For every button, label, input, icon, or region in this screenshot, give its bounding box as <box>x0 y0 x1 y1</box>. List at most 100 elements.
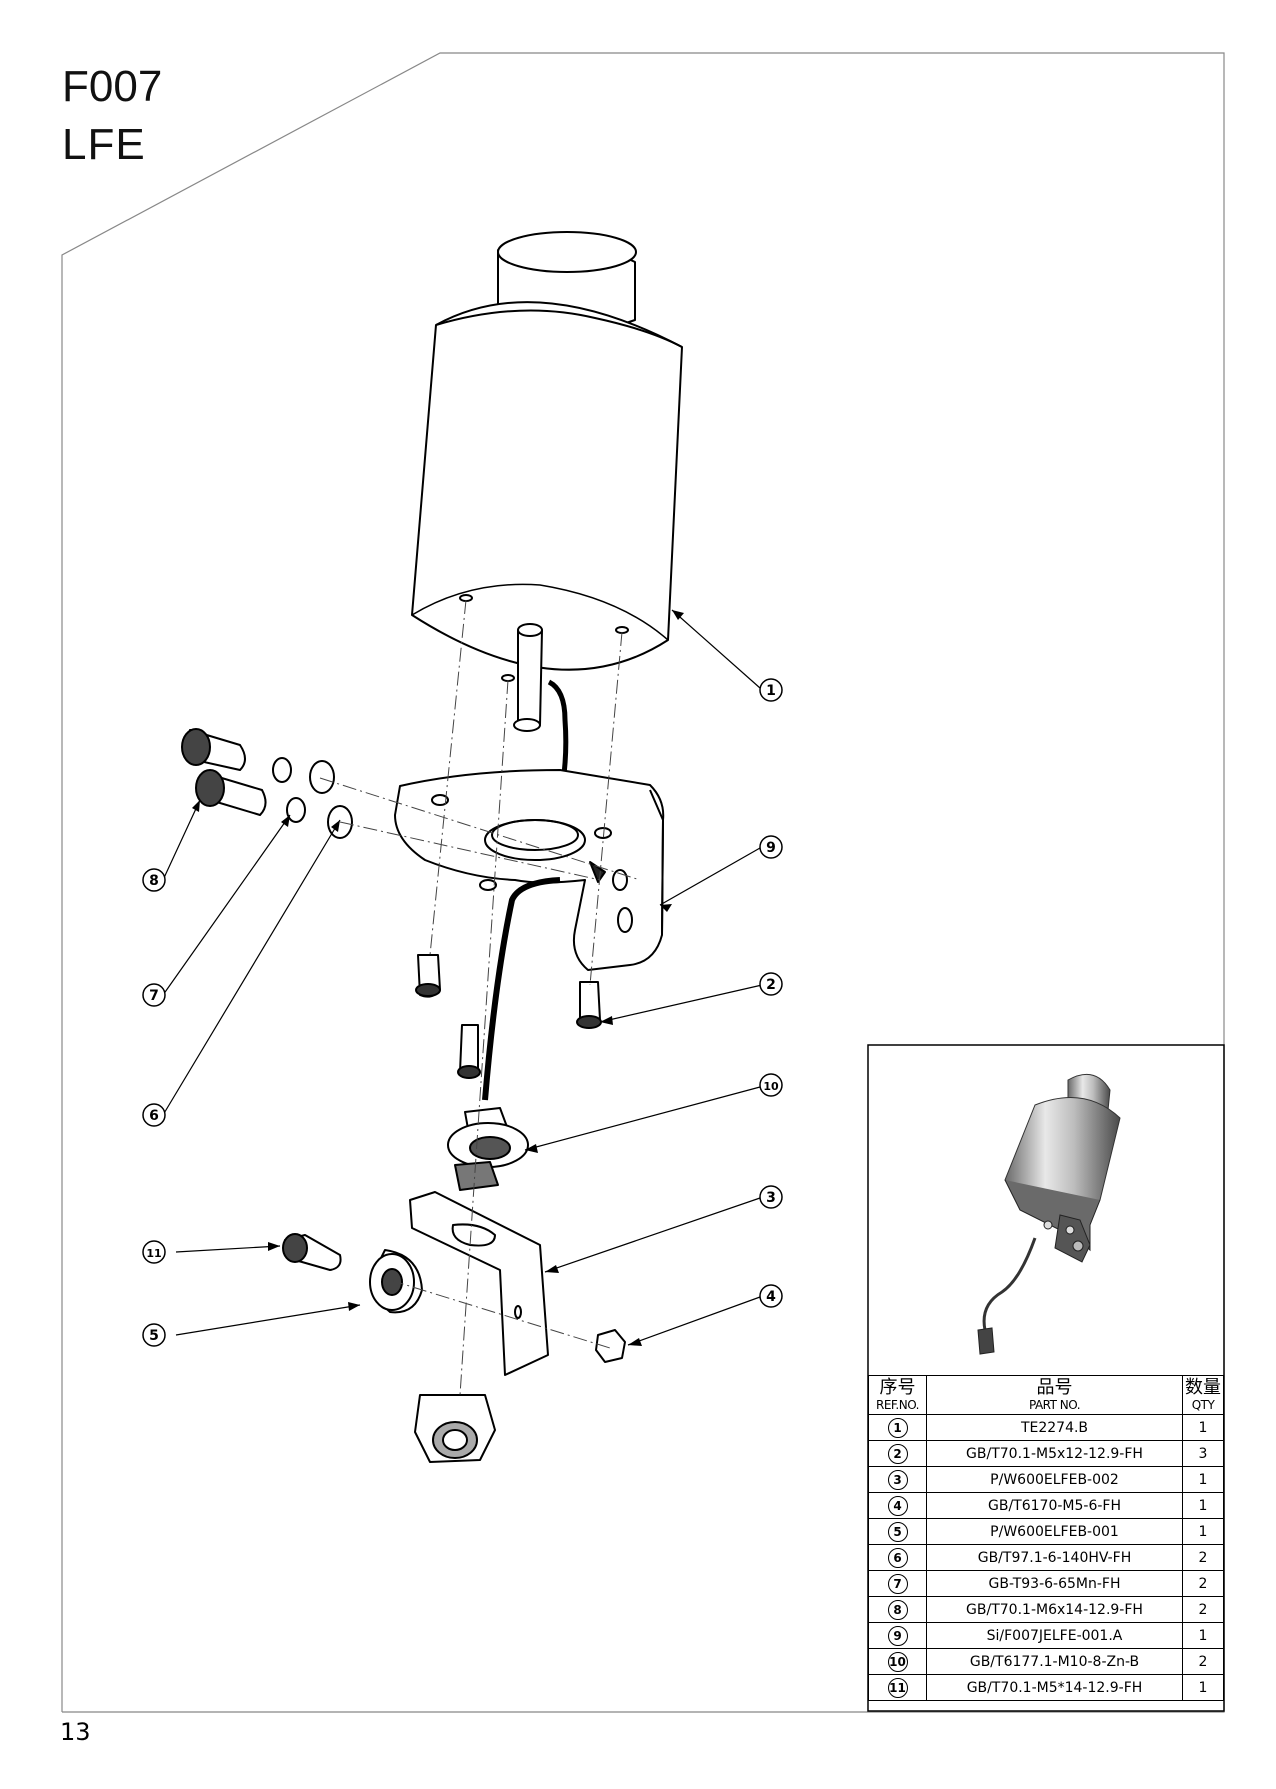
row-part-number: GB/T97.1-6-140HV-FH <box>926 1544 1183 1571</box>
callout-label: 5 <box>149 1328 159 1344</box>
callout-10: 10 <box>759 1073 783 1097</box>
mounting-bracket <box>394 769 665 971</box>
header-part: 品号 PART NO. <box>926 1375 1183 1415</box>
ref-circle: 4 <box>887 1495 908 1516</box>
header-qty-en: QTY <box>1191 1397 1215 1412</box>
callout-circle <box>142 983 166 1007</box>
row-part-number: GB/T70.1-M6x14-12.9-FH <box>926 1596 1183 1623</box>
callout-label: 8 <box>149 873 159 889</box>
ref-circle: 1 <box>887 1417 908 1438</box>
left-fasteners <box>181 728 353 839</box>
callout-circle <box>759 1284 783 1308</box>
callout-3: 3 <box>759 1185 783 1209</box>
row-qty: 2 <box>1182 1596 1224 1623</box>
row-ref: 1 <box>868 1414 927 1441</box>
row-qty: 2 <box>1182 1544 1224 1571</box>
ref-circle: 9 <box>887 1625 908 1646</box>
row-qty: 2 <box>1182 1648 1224 1675</box>
header-part-en: PART NO. <box>1028 1397 1081 1412</box>
row-part-number: P/W600ELFEB-001 <box>926 1518 1183 1545</box>
row-qty: 3 <box>1182 1440 1224 1467</box>
header-ref-en: REF.NO. <box>876 1397 919 1412</box>
row-ref: 2 <box>868 1440 927 1467</box>
callout-label: 6 <box>149 1108 159 1124</box>
row-part-number: P/W600ELFEB-002 <box>926 1466 1183 1493</box>
ref-circle: 6 <box>887 1547 908 1568</box>
exploded-view <box>181 231 683 1463</box>
ref-circle: 7 <box>887 1573 908 1594</box>
ref-circle: 11 <box>887 1677 908 1698</box>
row-qty: 1 <box>1182 1466 1224 1493</box>
row-qty: 1 <box>1182 1518 1224 1545</box>
hex-nut <box>595 1329 626 1363</box>
callout-label: 2 <box>766 977 776 993</box>
table-header-row: 序号 REF.NO. 品号 PART NO. 数量 QTY <box>868 1375 1224 1415</box>
ref-circle: 8 <box>887 1599 908 1620</box>
callout-circle <box>759 1073 783 1097</box>
row-part-number: GB/T6170-M5-6-FH <box>926 1492 1183 1519</box>
callout-label: 11 <box>146 1247 161 1260</box>
row-ref: 5 <box>868 1518 927 1545</box>
row-part-number: TE2274.B <box>926 1414 1183 1441</box>
callout-8: 8 <box>142 868 166 892</box>
row-part-number: GB-T93-6-65Mn-FH <box>926 1570 1183 1597</box>
row-qty: 1 <box>1182 1414 1224 1441</box>
callout-label: 3 <box>766 1190 776 1206</box>
row-ref: 8 <box>868 1596 927 1623</box>
ref-circle: 5 <box>887 1521 908 1542</box>
header-part-zh: 品号 <box>1036 1376 1073 1398</box>
bolt-m5x12 <box>415 954 602 1079</box>
callout-label: 7 <box>149 988 159 1004</box>
callout-label: 9 <box>766 840 776 856</box>
header-ref: 序号 REF.NO. <box>868 1375 927 1415</box>
callout-label: 1 <box>766 683 776 699</box>
leader-arrows <box>192 610 684 1346</box>
row-part-number: Si/F007JELFE-001.A <box>926 1622 1183 1649</box>
row-qty: 2 <box>1182 1570 1224 1597</box>
callout-1: 1 <box>759 678 783 702</box>
motor-cylinder <box>411 231 683 801</box>
callout-bubbles: 1 2 3 4 5 6 7 8 9 10 11 <box>142 678 783 1347</box>
callout-circle <box>759 1185 783 1209</box>
header-ref-zh: 序号 <box>879 1376 916 1398</box>
row-qty: 1 <box>1182 1492 1224 1519</box>
callout-circle <box>142 1323 166 1347</box>
assembly-thumbnail <box>977 1073 1121 1355</box>
ref-circle: 2 <box>887 1443 908 1464</box>
row-ref: 6 <box>868 1544 927 1571</box>
lower-flange-nut <box>414 1394 496 1463</box>
leader-lines <box>162 609 763 1346</box>
row-part-number: GB/T70.1-M5x12-12.9-FH <box>926 1440 1183 1467</box>
page-number: 13 <box>60 1718 91 1746</box>
callout-circle <box>142 868 166 892</box>
callout-circle <box>759 972 783 996</box>
ref-circle: 3 <box>887 1469 908 1490</box>
row-part-number: GB/T70.1-M5*14-12.9-FH <box>926 1674 1183 1701</box>
l-bracket <box>409 1191 549 1376</box>
row-part-number: GB/T6177.1-M10-8-Zn-B <box>926 1648 1183 1675</box>
callout-circle <box>142 1103 166 1127</box>
callout-2: 2 <box>759 972 783 996</box>
callout-11: 11 <box>142 1240 166 1264</box>
header-qty-zh: 数量 <box>1185 1376 1221 1398</box>
row-ref: 4 <box>868 1492 927 1519</box>
drawing-code: F007 <box>62 62 163 111</box>
callout-label: 4 <box>766 1289 776 1305</box>
callout-circle <box>142 1240 166 1264</box>
row-ref: 3 <box>868 1466 927 1493</box>
callout-circle <box>759 678 783 702</box>
callout-circle <box>759 835 783 859</box>
row-ref: 9 <box>868 1622 927 1649</box>
callout-7: 7 <box>142 983 166 1007</box>
